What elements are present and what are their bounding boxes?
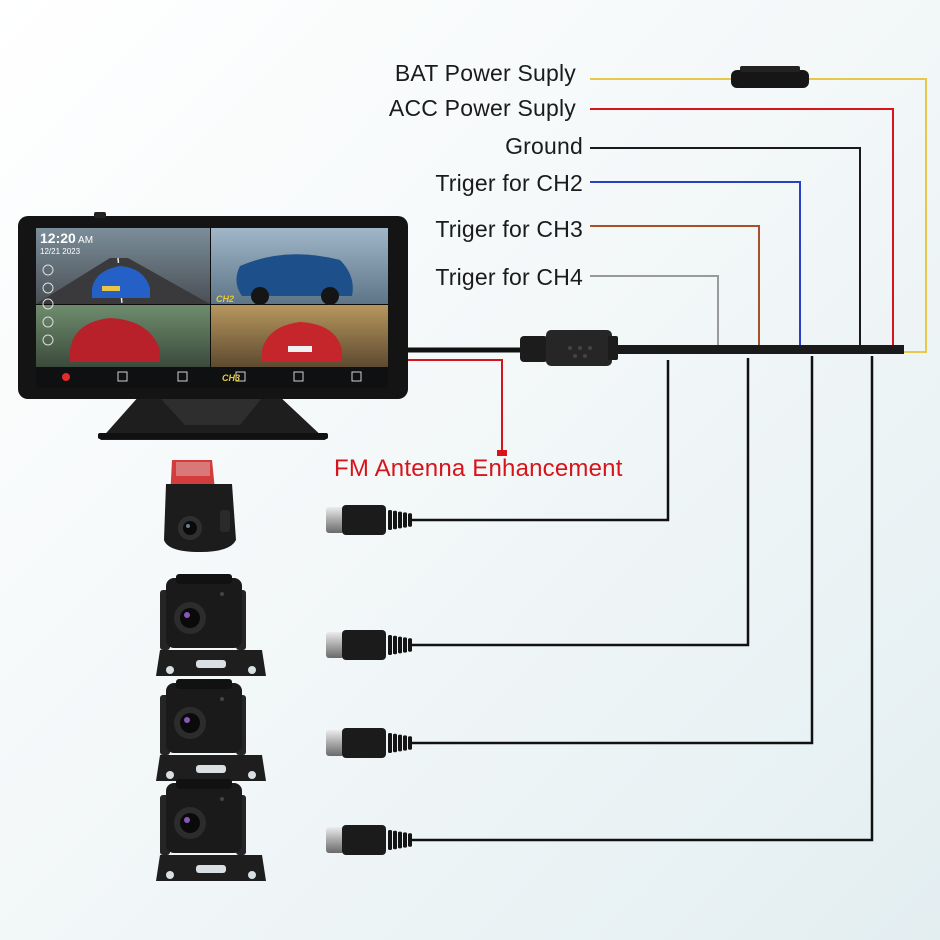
wire-fm [408,359,503,454]
label-trigger-ch3: Triger for CH3 [435,216,583,242]
label-trigger-ch2: Triger for CH2 [435,170,583,196]
front-dashcam [164,460,236,552]
screen-ch2-tag: CH2 [216,294,235,304]
monitor [18,212,408,440]
screen-ch3-tag: CH3 [222,373,241,383]
harness-bundle [612,345,904,354]
label-fm-antenna: FM Antenna Enhancement [334,455,623,482]
main-connector [520,330,618,366]
wire-ch3 [590,225,760,348]
side-camera-3 [156,779,266,881]
wire-ch2 [590,181,801,349]
record-icon [62,373,70,381]
camera-connector [326,630,412,660]
camera-connectors [326,505,412,855]
label-ground: Ground [505,133,583,159]
screen-status: 12:20 AM 12/21 2023 [40,230,94,257]
screen-ampm: AM [78,235,94,246]
camera-connector [326,825,412,855]
wire-ground [590,147,861,350]
label-acc-power: ACC Power Suply [388,95,576,121]
wire-acc [590,108,894,351]
side-camera-2 [156,679,266,781]
screen-time: 12:20 [40,230,76,246]
side-camera-1 [156,574,266,676]
camera-wires [410,356,874,842]
camera-connector [326,505,412,535]
fm-connector-end [497,450,507,456]
label-bat-power: BAT Power Suply [394,60,576,86]
screen-date: 12/21 2023 [40,247,81,257]
fuse-holder [731,66,809,88]
camera-connector [326,728,412,758]
label-trigger-ch4: Triger for CH4 [435,264,583,290]
